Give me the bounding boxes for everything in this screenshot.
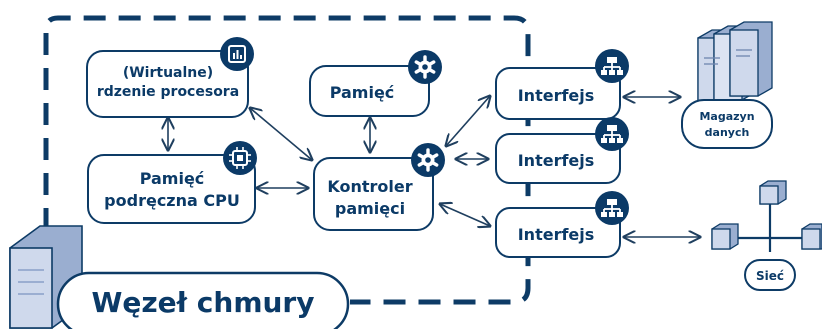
gear-icon (411, 143, 445, 177)
controller-label-line2: pamięci (335, 199, 405, 218)
node-cpu-cores: (Wirtualne) rdzenie procesora (86, 37, 254, 118)
network-hierarchy-icon (595, 191, 629, 225)
network-hierarchy-icon (595, 117, 629, 151)
node-interface-1: Interfejs (495, 49, 629, 120)
storage-label-box (681, 99, 773, 149)
network: Sieć (711, 180, 822, 291)
server-icon (759, 180, 787, 205)
cloud-node-title: Węzeł chmury (56, 271, 350, 329)
cores-label-line1: (Wirtualne) (123, 65, 213, 81)
interface3-label: Interfejs (518, 225, 595, 244)
cores-label-line2: rdzenie procesora (97, 84, 239, 100)
cpu-chip-icon (223, 141, 257, 175)
network-label: Sieć (756, 269, 784, 283)
cache-label-line1: Pamięć (140, 169, 205, 188)
interface2-label: Interfejs (518, 151, 595, 170)
chart-icon (220, 37, 254, 71)
arrow-controller-interface1 (446, 96, 490, 146)
controller-label-line1: Kontroler (327, 177, 412, 196)
node-interface-2: Interfejs (495, 117, 629, 184)
memory-label: Pamięć (330, 83, 395, 102)
network-label-box (744, 259, 796, 291)
connectors (168, 96, 700, 237)
page-title: Węzeł chmury (91, 286, 314, 319)
server-icon (801, 223, 822, 250)
node-memory: Pamięć (309, 50, 442, 117)
node-interface-3: Interfejs (495, 191, 629, 258)
gear-icon (408, 50, 442, 84)
storage-label-line2: danych (705, 126, 750, 139)
network-hierarchy-icon (595, 49, 629, 83)
server-icon (711, 223, 739, 250)
cloud-node-boundary (43, 15, 531, 305)
cache-label-line2: podręczna CPU (104, 191, 240, 210)
node-cpu-cache: Pamięć podręczna CPU (87, 141, 257, 224)
arrow-cores-controller (250, 108, 312, 160)
node-memory-controller: Kontroler pamięci (313, 143, 445, 231)
storage-label-line1: Magazyn (699, 110, 754, 123)
binder-stack-icon (697, 21, 773, 105)
interface1-label: Interfejs (518, 86, 595, 105)
data-storage: Magazyn danych (681, 21, 773, 149)
arrow-controller-interface3 (440, 204, 490, 226)
